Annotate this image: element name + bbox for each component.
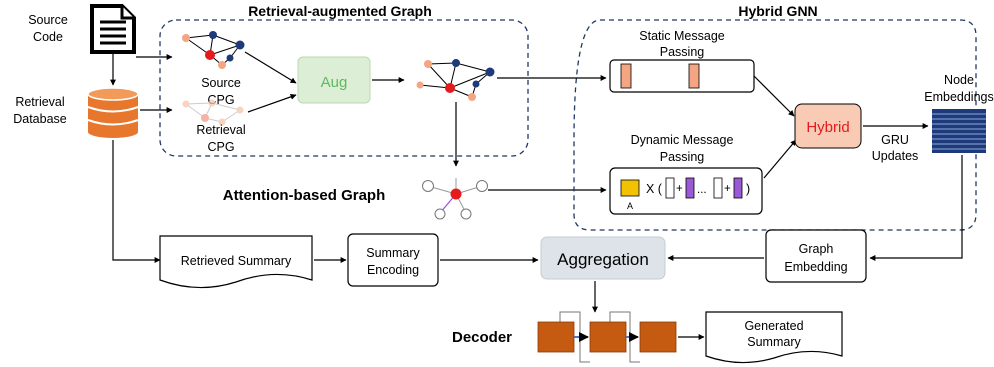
svg-text:Generated: Generated [744, 319, 803, 333]
retrieval-database-label: Retrieval Database [13, 95, 67, 126]
node-embeddings-label: Node Embeddings [924, 73, 994, 104]
svg-text:Passing: Passing [660, 45, 705, 59]
attention-graph-title: Attention-based Graph [223, 187, 386, 204]
document-icon [90, 4, 136, 54]
svg-text:Passing: Passing [660, 150, 705, 164]
aggregation-label: Aggregation [557, 250, 649, 269]
svg-text:Code: Code [33, 30, 63, 44]
svg-text:Retrieval: Retrieval [15, 95, 64, 109]
svg-text:A: A [627, 201, 633, 211]
retrieval-graph-title: Retrieval-augmented Graph [248, 3, 432, 19]
svg-text:+: + [676, 183, 683, 195]
static-passing-box [609, 59, 755, 93]
attention-graph [422, 178, 488, 220]
aug-label: Aug [321, 74, 348, 91]
svg-text:Encoding: Encoding [367, 263, 419, 277]
decoder-title: Decoder [452, 329, 512, 346]
dynamic-passing-label: Dynamic Message Passing [631, 133, 734, 164]
database-icon [87, 87, 139, 138]
gru-updates-label: GRU Updates [872, 133, 919, 163]
graph-embedding-label: Graph Embedding [784, 242, 847, 274]
static-passing-label: Static Message Passing [639, 29, 725, 59]
source-cpg-label: Source CPG [201, 76, 241, 107]
svg-text:X (: X ( [646, 182, 663, 196]
node-embeddings-matrix [932, 109, 986, 153]
dynamic-formula: A X ( + ... + ) [620, 177, 750, 211]
svg-text:Summary: Summary [366, 246, 420, 260]
summary-encoding-box [347, 233, 439, 287]
svg-text:Updates: Updates [872, 149, 919, 163]
svg-text:Node: Node [944, 73, 974, 87]
svg-text:Graph: Graph [799, 242, 834, 256]
svg-text:GRU: GRU [881, 133, 909, 147]
svg-text:Source: Source [28, 13, 68, 27]
static-vector-2 [688, 63, 700, 89]
decoder-cells [537, 311, 677, 363]
svg-text:...: ... [697, 184, 707, 196]
aggregation-box [540, 236, 666, 280]
source-cpg-graph [182, 31, 245, 69]
svg-text:CPG: CPG [207, 140, 234, 154]
aug-box [297, 56, 371, 104]
hybrid-gnn-title: Hybrid GNN [738, 3, 817, 19]
source-code-label: Source Code [28, 13, 68, 44]
hybrid-box [794, 103, 862, 149]
hybrid-label: Hybrid [806, 119, 849, 136]
svg-text:+: + [724, 183, 731, 195]
svg-text:Database: Database [13, 112, 67, 126]
static-vector-1 [620, 63, 632, 89]
svg-text:Embeddings: Embeddings [924, 90, 994, 104]
generated-summary-box [705, 311, 843, 364]
svg-text:Source: Source [201, 76, 241, 90]
svg-text:Embedding: Embedding [784, 260, 847, 274]
retrieved-summary-label: Retrieved Summary [181, 254, 292, 268]
hybrid-gnn-box [573, 19, 977, 231]
generated-summary-label: Generated Summary [744, 319, 803, 349]
svg-text:): ) [746, 182, 750, 196]
summary-encoding-label: Summary Encoding [366, 246, 420, 277]
svg-text:Dynamic Message: Dynamic Message [631, 133, 734, 147]
retrieval-graph-box [159, 19, 529, 157]
graph-embedding-box [765, 229, 867, 283]
retrieval-cpg-label: Retrieval CPG [196, 123, 245, 154]
svg-text:Retrieval: Retrieval [196, 123, 245, 137]
retrieval-cpg-graph [182, 99, 244, 126]
svg-text:Summary: Summary [747, 335, 801, 349]
retrieved-summary-box [159, 235, 313, 289]
svg-text:Static Message: Static Message [639, 29, 725, 43]
augmented-graph [416, 59, 495, 101]
